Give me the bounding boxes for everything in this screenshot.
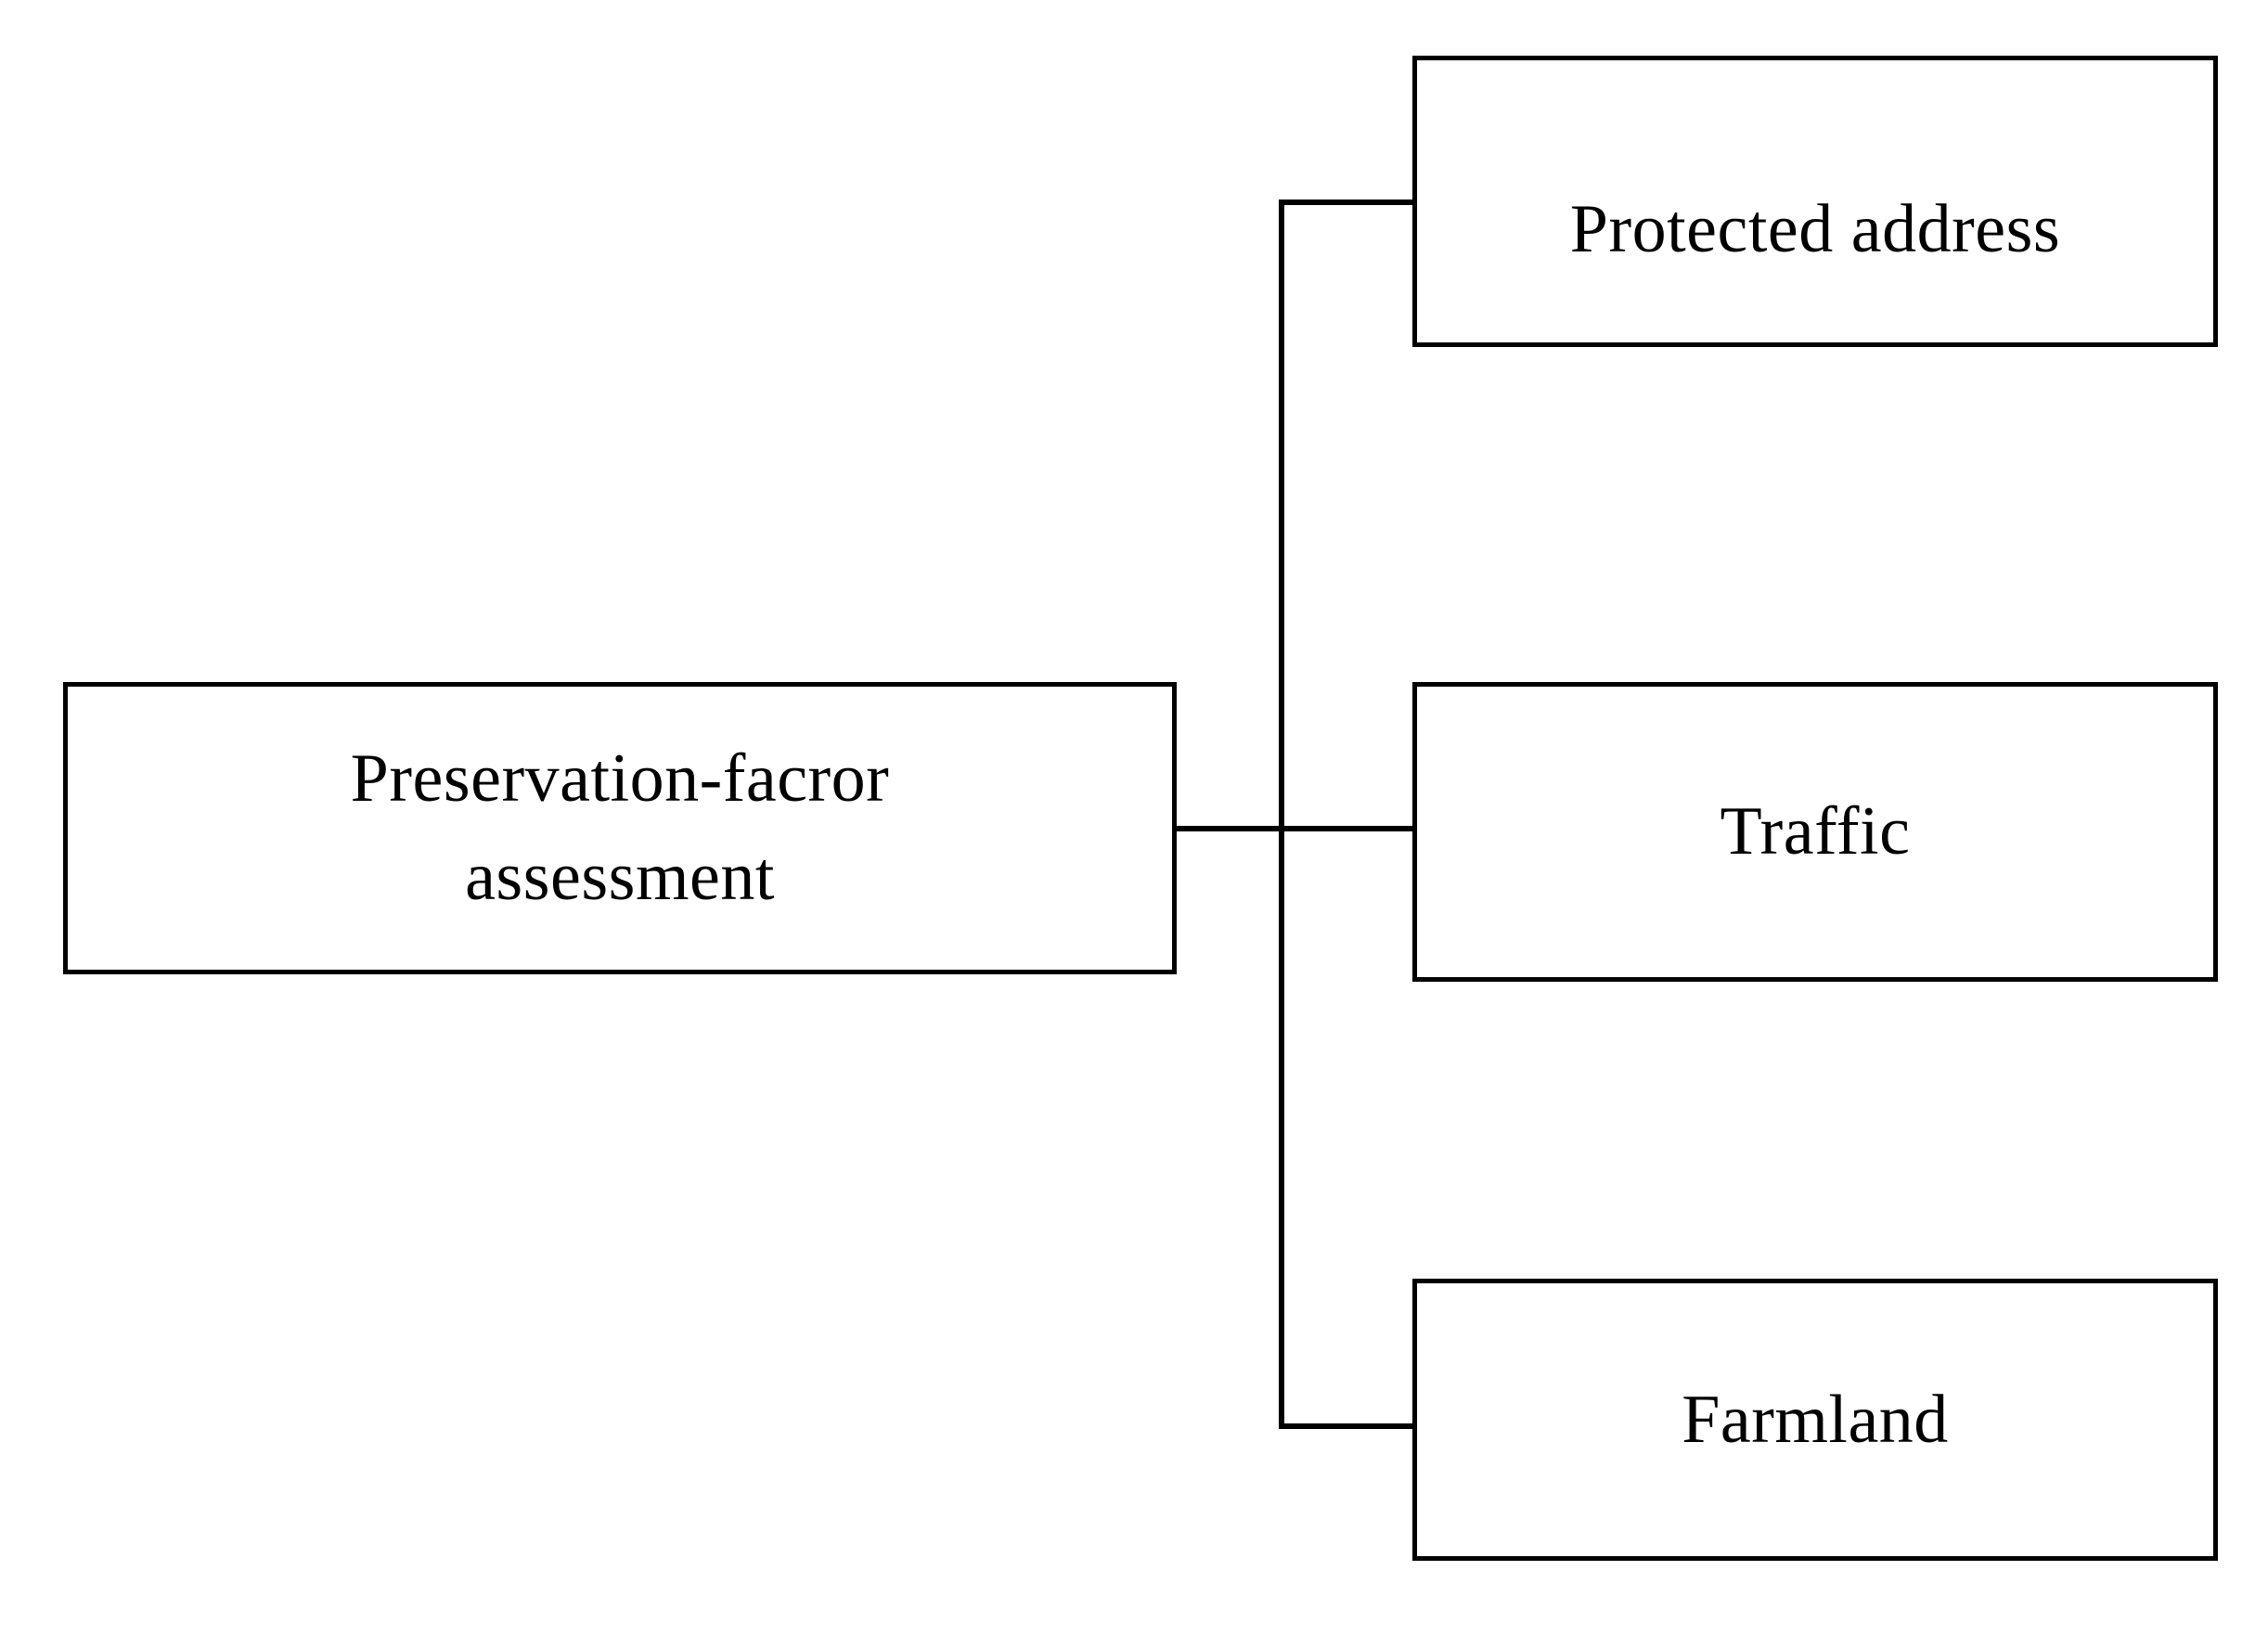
node-traffic[interactable]: Traffic xyxy=(1412,682,2218,982)
connector-branch-farmland xyxy=(1279,1423,1418,1429)
node-traffic-label: Traffic xyxy=(1720,793,1911,870)
node-root-preservation-factor-assessment[interactable]: Preservation-facror assessment xyxy=(63,682,1177,974)
node-protected-address-label: Protected address xyxy=(1569,190,2061,267)
node-farmland-label: Farmland xyxy=(1682,1381,1949,1458)
node-root-label: Preservation-facror assessment xyxy=(350,740,890,915)
node-protected-address[interactable]: Protected address xyxy=(1412,56,2218,347)
connector-branch-traffic xyxy=(1279,826,1418,831)
connector-trunk-vertical xyxy=(1279,200,1284,1429)
node-farmland[interactable]: Farmland xyxy=(1412,1279,2218,1561)
connector-root-stub xyxy=(1171,826,1284,831)
connector-branch-protected-address xyxy=(1279,200,1418,205)
